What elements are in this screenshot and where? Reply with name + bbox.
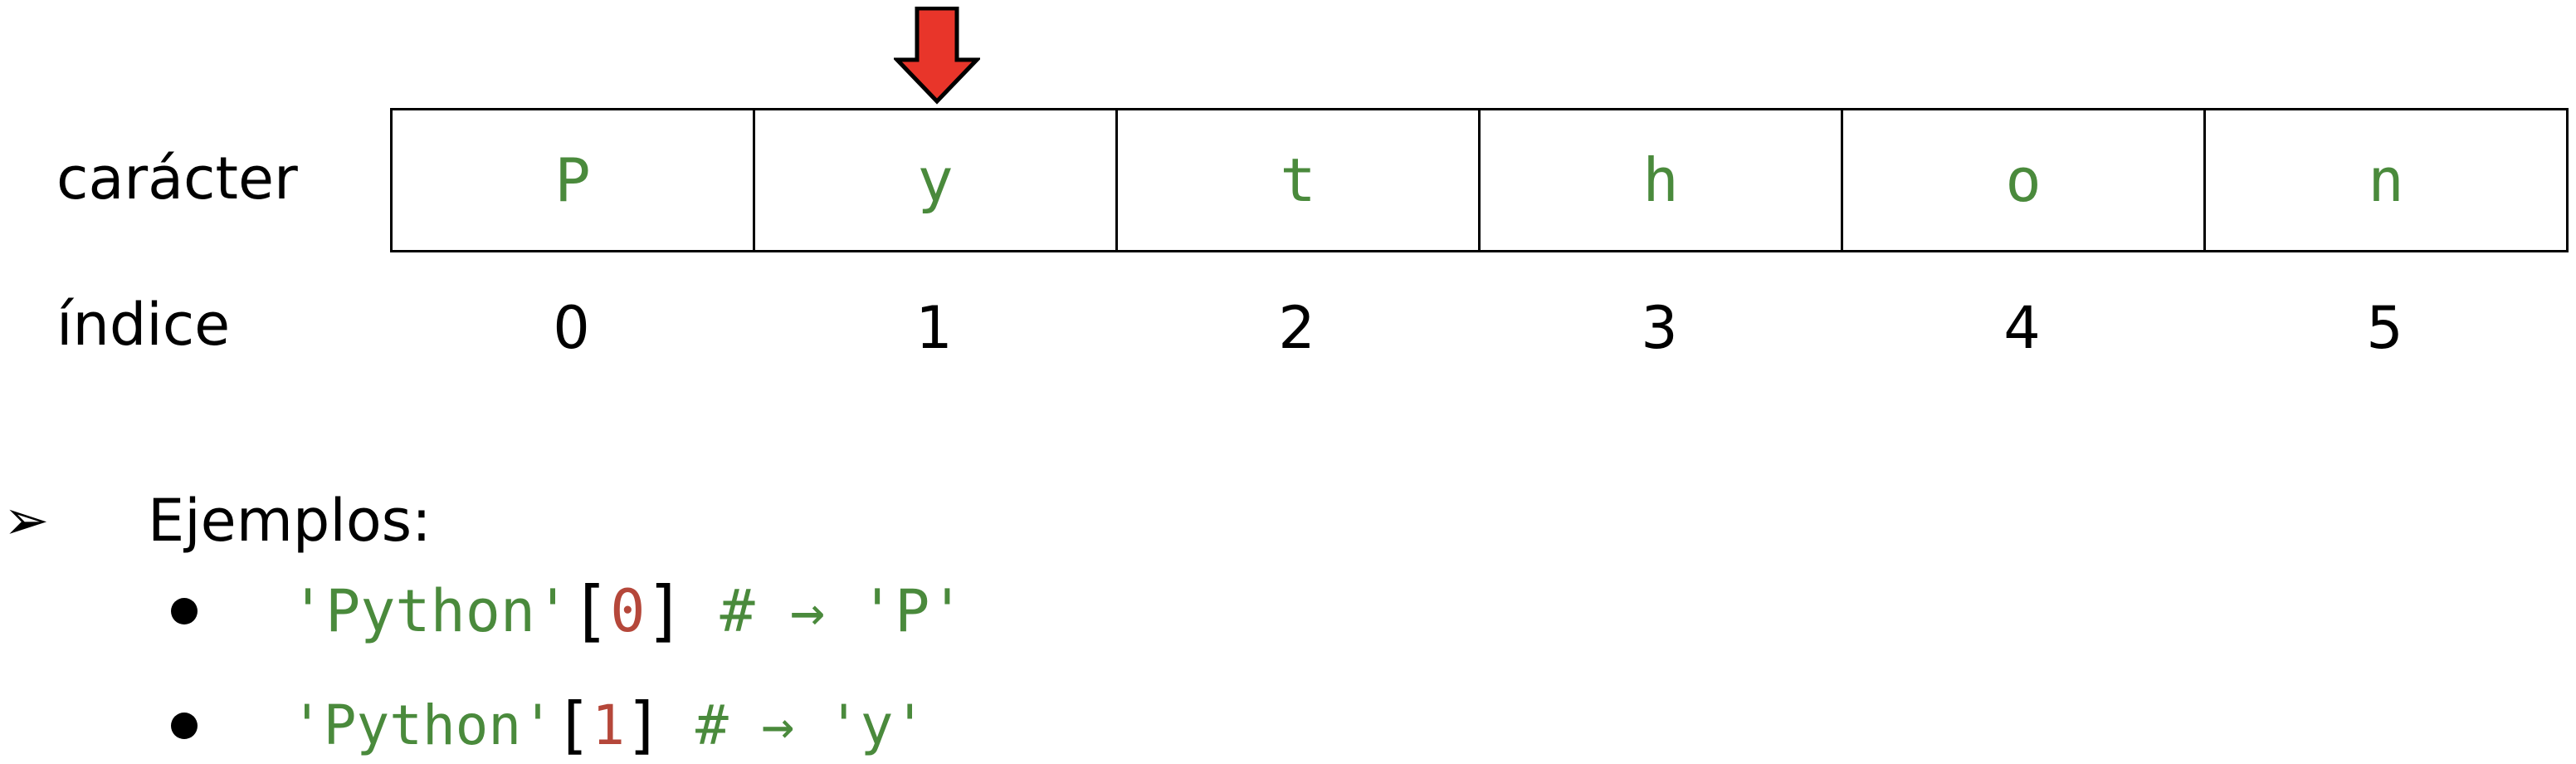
bullet-dot-icon [171, 597, 198, 624]
char-cell: y [755, 108, 1118, 252]
index-value: 1 [915, 294, 953, 362]
example-item: 'Python' [ 1 ] # → 'y' [171, 688, 927, 762]
code-index: 1 [592, 693, 625, 757]
index-value: 3 [1641, 294, 1678, 362]
code-string: 'Python' [290, 576, 571, 645]
char-cell: o [1843, 108, 2206, 252]
char-cell: P [393, 108, 755, 252]
char-cell: t [1118, 108, 1481, 252]
code-open-bracket: [ [570, 572, 611, 649]
code-close-bracket: ] [624, 688, 663, 762]
char-cell: h [1481, 108, 1843, 252]
index-value: 5 [2366, 294, 2403, 362]
character-cells: P y t h o n [390, 108, 2569, 252]
code-comment: # → 'P' [685, 576, 965, 645]
character-row-label: carácter [56, 144, 298, 213]
down-arrow-icon [893, 7, 980, 105]
code-close-bracket: ] [645, 572, 685, 649]
index-row-label: índice [56, 291, 231, 359]
code-comment: # → 'y' [662, 693, 927, 757]
index-values: 0 1 2 3 4 5 [390, 291, 2566, 365]
index-value: 4 [2003, 294, 2041, 362]
examples-title: Ejemplos: [148, 487, 432, 555]
code-string: 'Python' [290, 693, 554, 757]
index-value: 0 [553, 294, 590, 362]
examples-heading: ➢ Ejemplos: [0, 492, 432, 550]
code-open-bracket: [ [554, 688, 593, 762]
code-index: 0 [610, 576, 646, 645]
bullet-dot-icon [171, 712, 198, 739]
char-cell: n [2206, 108, 2569, 252]
example-item: 'Python' [ 0 ] # → 'P' [171, 578, 965, 644]
arrowhead-bullet-icon: ➢ [3, 488, 50, 552]
index-value: 2 [1278, 294, 1315, 362]
